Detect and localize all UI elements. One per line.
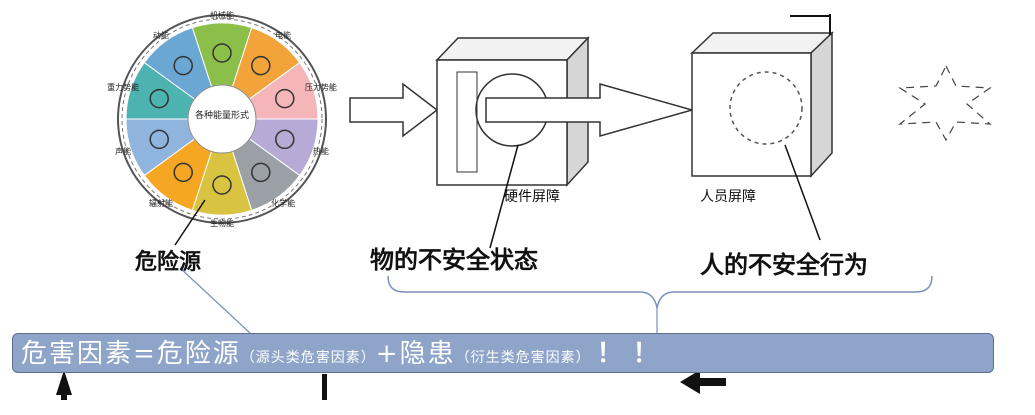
star-outline-icon (898, 64, 992, 142)
wheel-segment-label: 压力势能 (305, 82, 337, 92)
energy-type-icon (173, 55, 193, 76)
unsafe-state-label: 物的不安全状态 (370, 246, 538, 274)
energy-type-icon (149, 129, 169, 150)
grouping-brace (387, 275, 933, 309)
wheel-center-label: 各种能量形式 (195, 109, 249, 121)
hazard-pointer-line (174, 199, 206, 246)
wheel-segment-label: 生物能 (210, 218, 234, 228)
energy-type-icon (212, 43, 232, 63)
human-pointer-line (784, 144, 821, 241)
wheel-segment-label: 动能 (153, 30, 169, 40)
wheel-segment-label: 声能 (115, 146, 131, 156)
energy-type-icon (149, 88, 169, 109)
energy-type-icon (251, 55, 271, 76)
wheel-center-disc (187, 84, 257, 154)
unsafe-behavior-label: 人的不安全行为 (700, 251, 868, 279)
energy-type-icon (275, 129, 295, 150)
flow-arrow-2 (485, 83, 695, 137)
energy-type-icon (275, 88, 295, 109)
human-barrier-panel (690, 14, 834, 178)
banner-derived-note: （衍生类危害因素） (455, 350, 591, 366)
formula-banner: 危害因素=危险源（源头类危害因素）+隐患（衍生类危害因素） ！！ (12, 333, 994, 373)
wheel-segment-label: 热能 (313, 146, 329, 156)
flow-arrow-1 (349, 82, 439, 138)
wheel-segment-label: 辐射能 (149, 198, 173, 208)
energy-type-icon (251, 162, 271, 183)
bottom-arrow-right-icon (680, 370, 700, 394)
wheel-segment-label: 电能 (275, 30, 291, 40)
wheel-ticks (121, 18, 323, 220)
banner-source-note: （源头类危害因素） (240, 350, 376, 366)
human-barrier-label: 人员屏障 (700, 189, 756, 205)
banner-exclamation: ！！ (596, 339, 669, 369)
hazard-to-banner-line (179, 267, 251, 334)
banner-formula: 危害因素=危险源 (21, 339, 241, 369)
wheel-segment-label: 化学能 (271, 198, 295, 208)
banner-hidden-danger: +隐患 (375, 339, 456, 369)
bottom-arrow-left-shaft (61, 380, 67, 400)
energy-type-icon (173, 162, 193, 183)
energy-type-icon (212, 175, 232, 195)
wheel-segment-label: 重力势能 (107, 82, 139, 92)
hardware-pointer-line (489, 144, 519, 249)
bottom-arrow-mid-icon (322, 374, 327, 400)
wheel-segment-label: 机械能 (210, 10, 234, 20)
hardware-barrier-label: 硬件屏障 (504, 189, 560, 205)
hazard-source-label: 危险源 (135, 250, 202, 275)
bottom-arrow-right-shaft (698, 378, 726, 386)
